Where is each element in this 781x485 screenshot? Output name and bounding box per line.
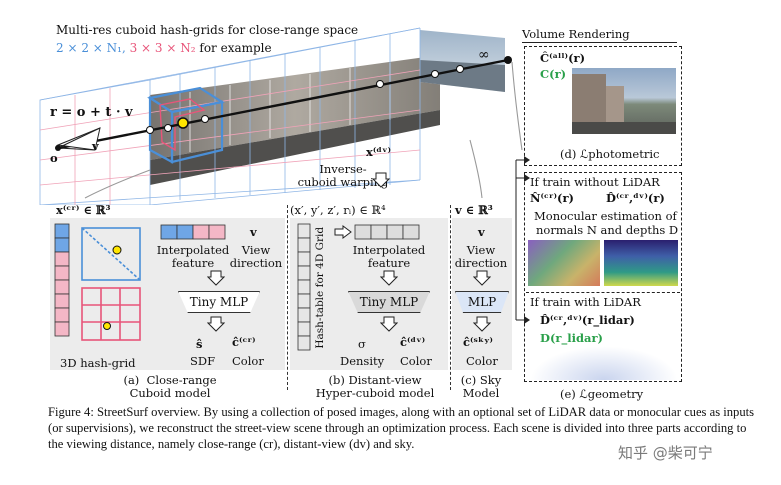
panel-b-interp: Interpolated feature (352, 243, 426, 270)
hash-grid-label: 3D hash-grid (60, 356, 136, 370)
normal-map (528, 240, 600, 286)
panel-a-label: (a) Close-range Cuboid model (123, 373, 217, 400)
no-lidar-title: If train without LiDAR (530, 175, 660, 189)
connector-arrows (515, 156, 530, 324)
figure-caption: Figure 4: StreetSurf overview. By using … (48, 404, 764, 452)
coords-label: (x′, y′, z′, rᵢ) ∈ ℝ⁴ (290, 203, 386, 217)
c-hat-sky: ĉ⁽ˢᵏʸ⁾ (463, 335, 493, 349)
arrow-down-icon (473, 270, 491, 286)
panel-a-interp: Interpolated feature (156, 243, 230, 270)
panel-e-box (524, 172, 682, 382)
lidar-points (530, 346, 678, 380)
x-cr-label: x⁽ᶜʳ⁾ ∈ ℝ³ (56, 203, 111, 217)
panel-c-mlp: MLP (455, 291, 509, 313)
panel-b-label: (b) Distant-view Hyper-cuboid model (315, 373, 435, 400)
c-gt: C(r) (540, 67, 567, 81)
panel-a-mlp: Tiny MLP (178, 291, 260, 313)
view-label: v (92, 139, 99, 153)
feature-vector-gray (354, 224, 420, 240)
distant-view-image (420, 30, 505, 92)
panel-c-view-dir: View direction (454, 243, 508, 270)
street-photo (572, 68, 676, 134)
feature-vector (160, 224, 226, 240)
ray-equation: r = o + t · v (50, 105, 133, 120)
depth-map (604, 240, 678, 286)
grid-size-pink: 3 × 3 × N₂ (129, 41, 196, 55)
panel-c-label: (c) Sky Model (460, 373, 502, 400)
panel-e-divider (526, 292, 680, 293)
infinity-label: ∞ (478, 47, 490, 63)
divider-bc (450, 205, 451, 390)
with-lidar-title: If train with LiDAR (530, 295, 641, 309)
c-hat-dv: ĉ⁽ᵈᵛ⁾ (400, 335, 426, 349)
arrow-down-icon (372, 172, 390, 188)
ray (55, 56, 512, 151)
hash-grid-title: Multi-res cuboid hash-grids for close-ra… (56, 23, 359, 37)
color-label-b: Color (400, 354, 432, 368)
panel-a-view-dir: View direction (229, 243, 283, 270)
d-gt-lidar: D(r_lidar) (540, 331, 603, 345)
panel-e-label: (e) ℒgeometry (560, 387, 644, 401)
origin-label: o (50, 151, 58, 165)
vr-underline (522, 42, 677, 43)
arrow-down-icon (473, 316, 491, 332)
grid-size-blue: 2 × 2 × N₁, (56, 41, 126, 55)
d-hat: D̂⁽ᶜʳ,ᵈᵛ⁾(r) (606, 191, 665, 205)
panel-d-box (524, 46, 682, 166)
x-dv-label: x⁽ᵈᵛ⁾ (366, 145, 392, 159)
d-lidar: D̂⁽ᶜʳ,ᵈᵛ⁾(r_lidar) (540, 313, 635, 327)
color-label-a: Color (232, 354, 264, 368)
color-label-c: Color (466, 354, 498, 368)
n-hat: N̂⁽ᶜʳ⁾(r) (530, 191, 574, 205)
for-example: for example (199, 41, 272, 55)
hash-table (297, 223, 311, 351)
divider-ab (287, 205, 288, 390)
arrow-down-icon (380, 270, 398, 286)
sigma: σ (358, 337, 366, 351)
density-label: Density (340, 354, 385, 368)
sdf-label: SDF (190, 354, 216, 368)
normals-depths: normals N and depths D (536, 223, 679, 237)
arrow-down-icon (207, 270, 225, 286)
arrow-down-icon (380, 316, 398, 332)
hash-grid-cube-icon (54, 223, 141, 341)
hash-table-label: Hash-table for 4D Grid (314, 226, 327, 349)
c-all: Ĉ⁽ᵃˡˡ⁾(r) (540, 51, 586, 65)
cuboid-diagram (39, 27, 523, 205)
panel-b-mlp: Tiny MLP (348, 291, 430, 313)
caption-text: Figure 4: StreetSurf overview. By using … (48, 405, 755, 451)
s-hat: ŝ (196, 337, 203, 351)
mono-est: Monocular estimation of (534, 209, 677, 223)
grid-sizes: 2 × 2 × N₁, 3 × 3 × N₂ for example (56, 41, 272, 55)
v-in-label: v ∈ ℝ³ (455, 203, 493, 217)
panel-c-v: v (478, 225, 485, 239)
panel-a-v: v (250, 225, 257, 239)
panel-d-label: (d) ℒphotometric (560, 147, 660, 161)
watermark: 知乎 @柴可宁 (618, 444, 713, 462)
arrow-right-icon (334, 225, 352, 239)
arrow-down-icon (207, 316, 225, 332)
c-hat-cr: ĉ⁽ᶜʳ⁾ (232, 335, 256, 349)
volume-rendering-title: Volume Rendering (522, 27, 630, 41)
